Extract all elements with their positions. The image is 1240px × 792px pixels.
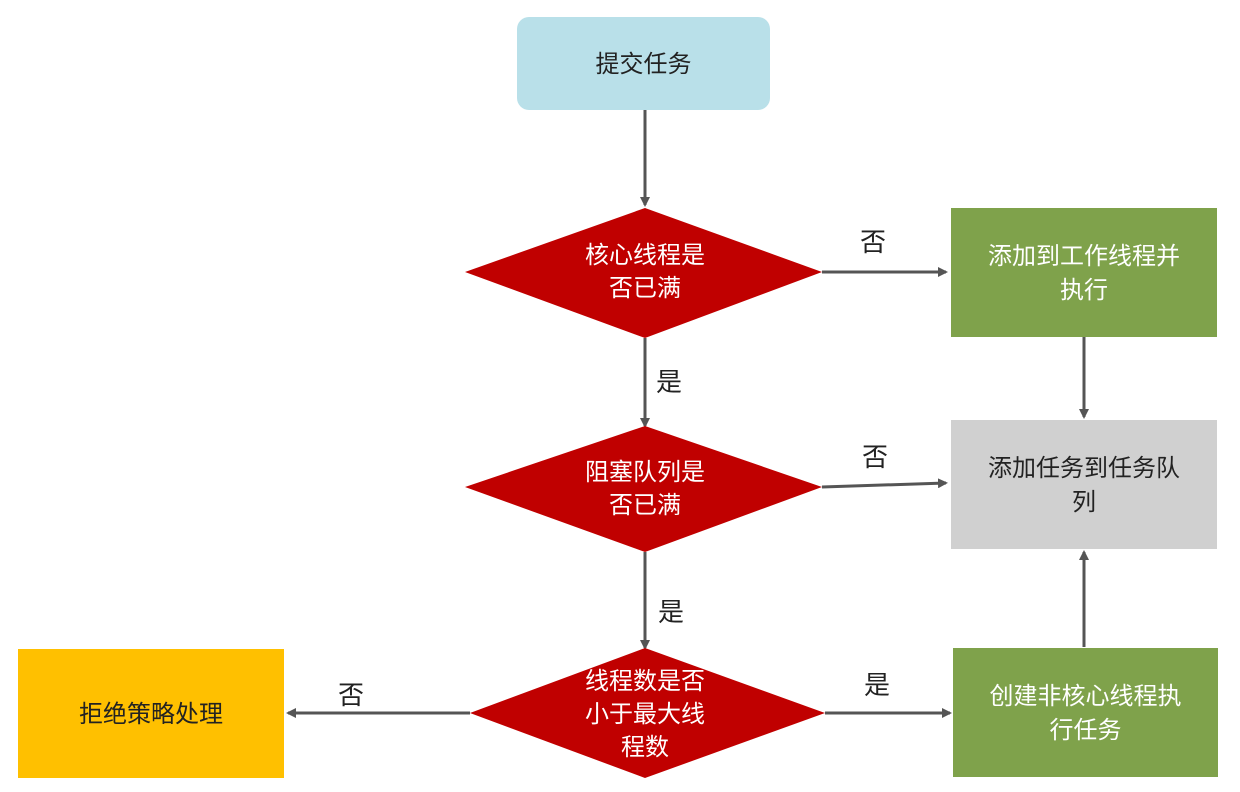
node-submit-task: 提交任务 (517, 17, 770, 110)
node-add-worker: 添加到工作线程并 执行 (951, 208, 1217, 337)
node-add-to-queue: 添加任务到任务队 列 (951, 420, 1217, 549)
edge-label-core-no: 否 (860, 228, 887, 258)
edge-label-core-yes: 是 (656, 368, 683, 398)
edge-label-queue-yes: 是 (658, 598, 685, 628)
node-add-worker-label: 添加到工作线程并 执行 (988, 241, 1180, 304)
node-reject-policy-label: 拒绝策略处理 (79, 699, 223, 728)
edge-label-queue-no: 否 (862, 443, 889, 473)
diamond-max-check (470, 648, 825, 778)
diamond-core-full (465, 208, 822, 338)
decision-core-full-label: 核心线程是 否已满 (585, 241, 705, 302)
node-create-non-core-label: 创建非核心线程执 行任务 (989, 681, 1182, 744)
node-create-non-core-thread: 创建非核心线程执 行任务 (953, 648, 1218, 777)
node-reject-policy: 拒绝策略处理 (18, 649, 284, 778)
decision-core-full: 核心线程是 否已满 (545, 238, 745, 306)
arrow-queue-check-to-add-queue (821, 478, 948, 489)
decision-queue-full: 阻塞队列是 否已满 (545, 455, 745, 523)
decision-queue-full-label: 阻塞队列是 否已满 (585, 458, 705, 519)
decision-max-threads-label: 线程数是否 小于最大线 程数 (585, 666, 705, 761)
edge-label-max-no: 否 (338, 681, 365, 711)
decision-max-threads: 线程数是否 小于最大线 程数 (545, 664, 745, 764)
node-submit-task-label: 提交任务 (595, 49, 692, 78)
edge-label-max-yes: 是 (864, 671, 891, 701)
node-add-to-queue-label: 添加任务到任务队 列 (988, 453, 1180, 516)
diamond-queue-full (465, 426, 822, 552)
